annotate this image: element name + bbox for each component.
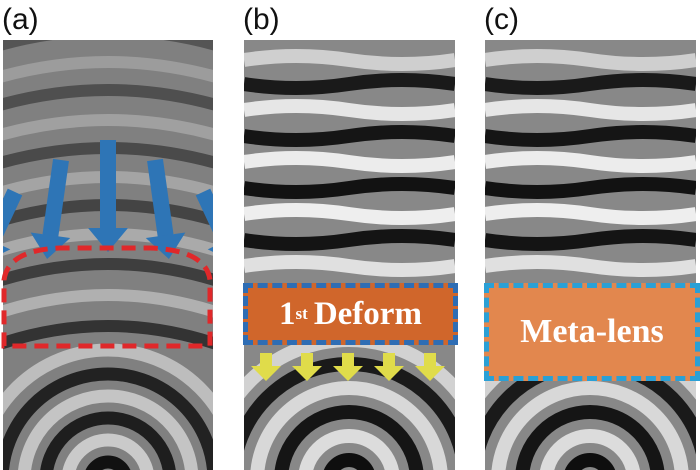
meta-lens-label: Meta-lens [520, 313, 664, 350]
panel-b-label: (b) [243, 3, 280, 36]
red-dashed-region [1, 245, 213, 349]
first-deform-label: Deform [313, 295, 422, 332]
first-deform-number: 1 [279, 295, 296, 332]
meta-lens-box: Meta-lens [484, 283, 700, 381]
blue-arrows [3, 140, 213, 263]
panel-a-label: (a) [2, 3, 39, 36]
panel-b-wave-field [244, 40, 455, 470]
panel-a-wave-field [3, 40, 213, 470]
first-deform-superscript: st [295, 304, 308, 323]
yellow-arrows [251, 353, 445, 381]
panel-c-label: (c) [484, 3, 519, 36]
panel-c-wave-field [485, 40, 696, 470]
